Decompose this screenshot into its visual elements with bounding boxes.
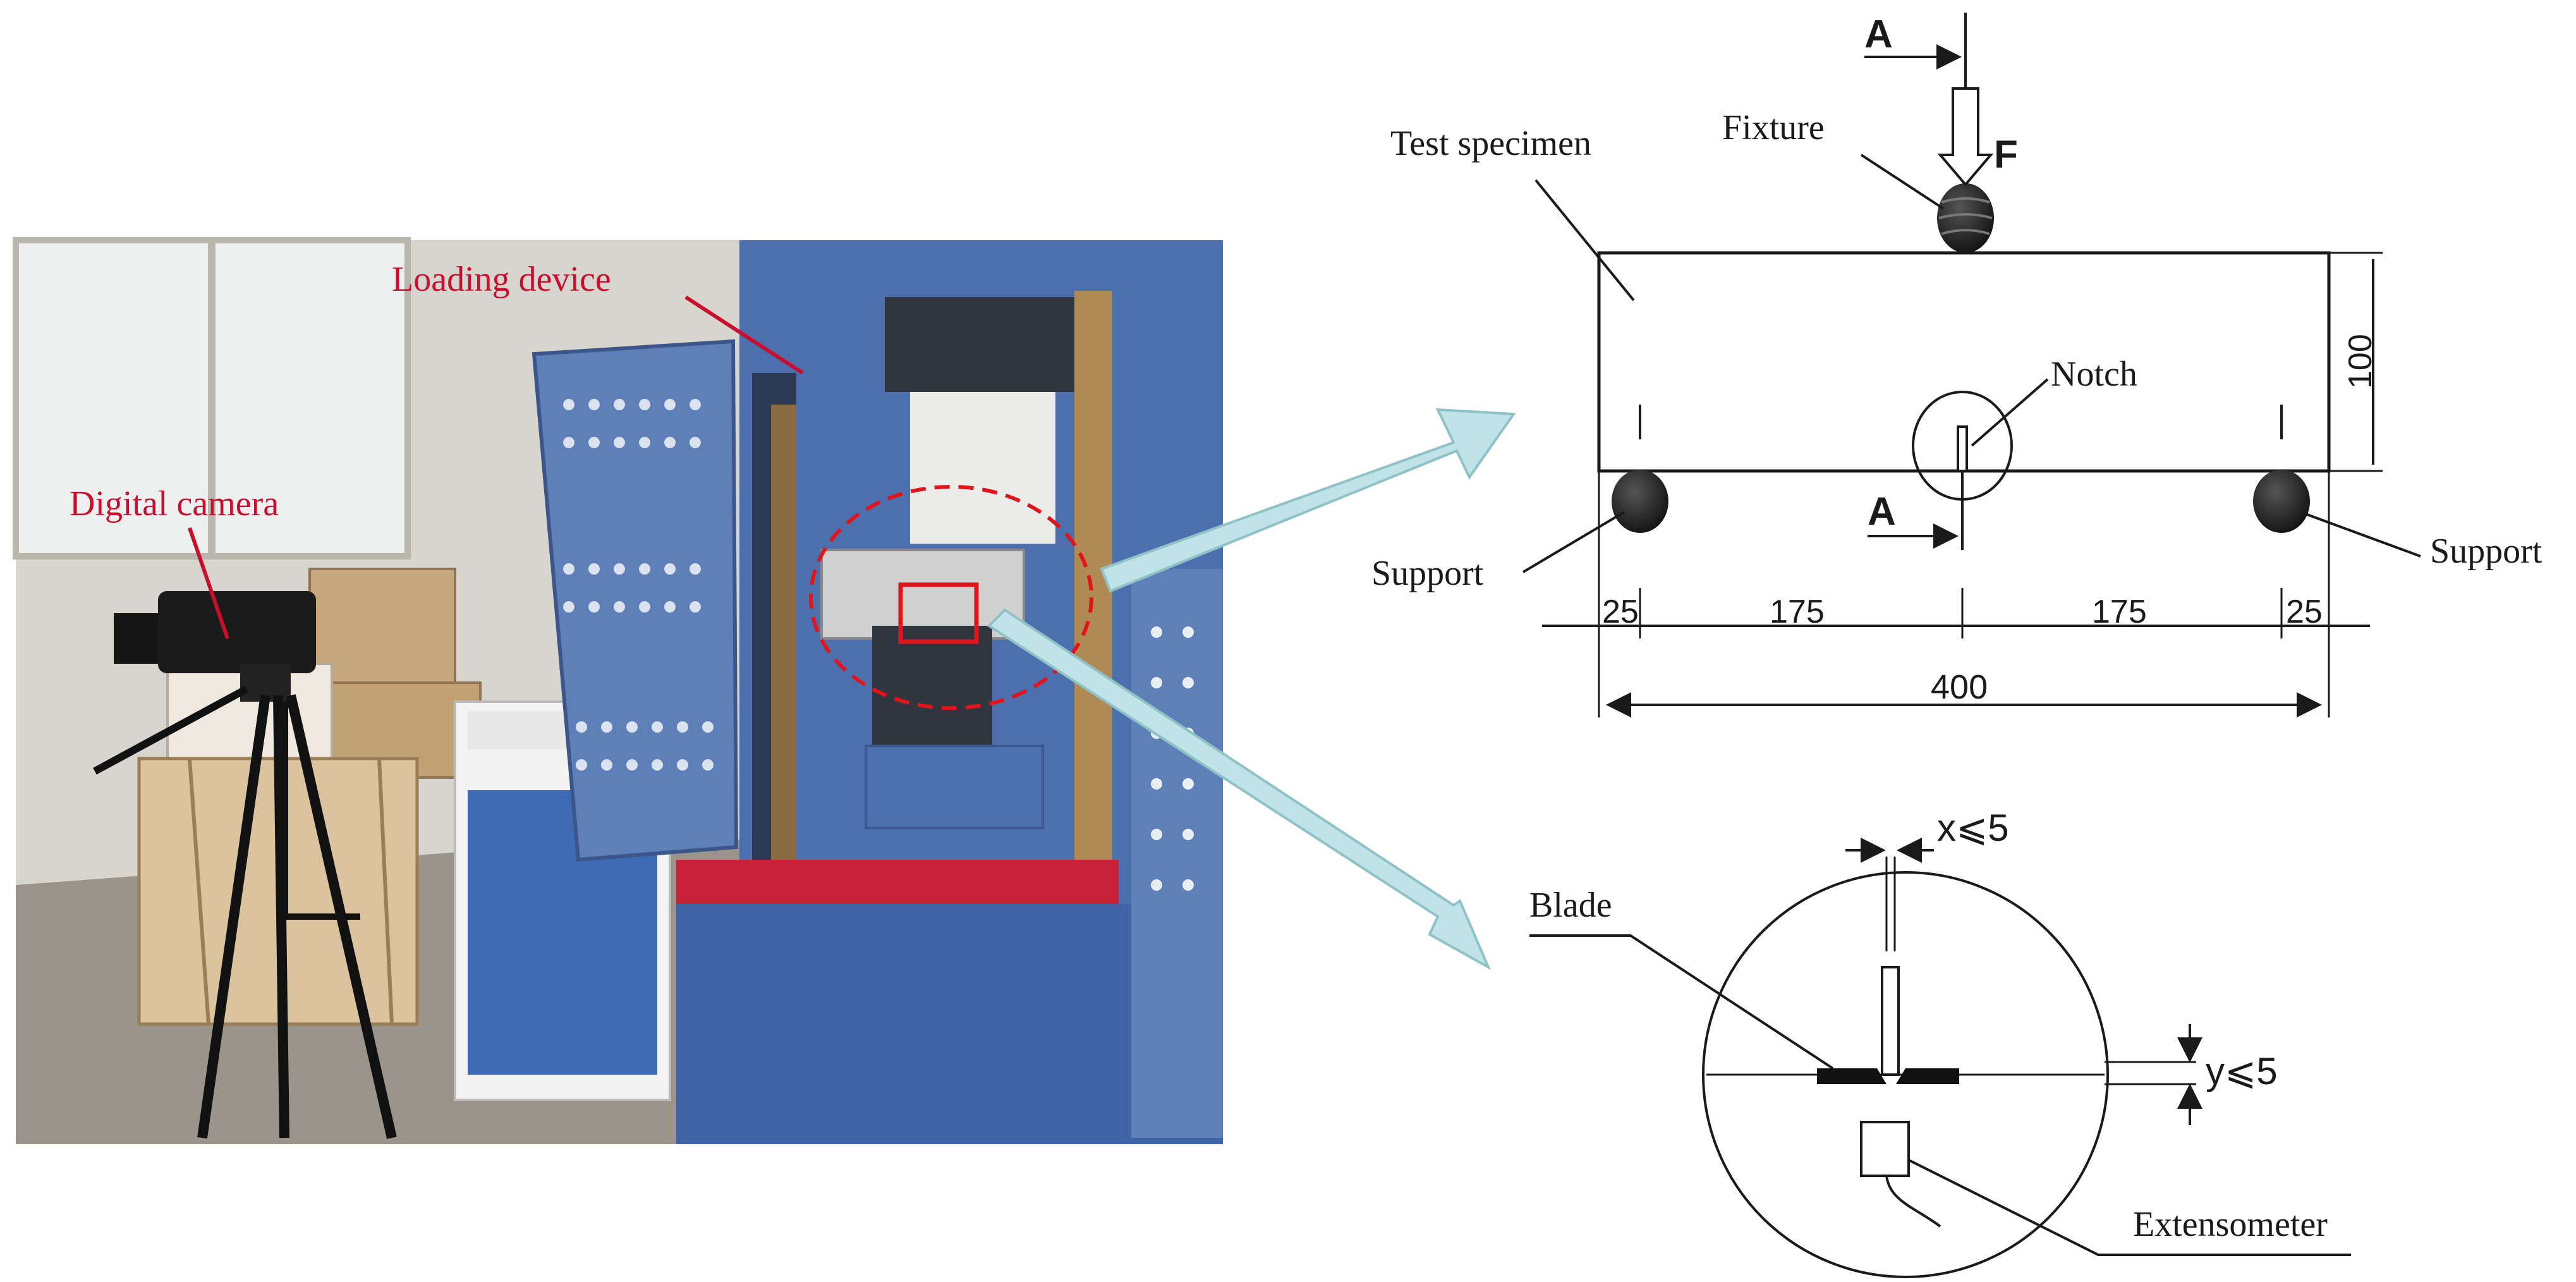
beam-diagram: Notch Fixture F A A Support Support Test… [1371, 13, 2543, 717]
extensometer-body [1860, 1121, 1910, 1177]
leader-blade [1529, 934, 1834, 1070]
label-support-left: Support [1371, 554, 1484, 593]
specimen-highlight-ellipse [809, 485, 1093, 710]
blade-left [1817, 1068, 1886, 1084]
label-notch: Notch [2051, 355, 2137, 394]
arrow-to-beam [1100, 408, 1516, 593]
label-section-a-top: A [1864, 13, 1893, 56]
label-x-tolerance: x⩽5 [1937, 807, 2009, 849]
force-arrow [1937, 87, 1994, 187]
dim-total-length: 400 [1931, 668, 1988, 706]
leader-digital-camera [188, 527, 229, 639]
label-support-right: Support [2430, 532, 2543, 571]
fixture-roller [1937, 183, 1994, 253]
dim-height: 100 [2342, 334, 2379, 389]
leader-extensometer [1908, 1159, 2351, 1256]
connector-arrows [987, 408, 1516, 970]
lab-photo: Loading device Digital camera [13, 237, 1223, 1144]
dim-left-span: 175 [1770, 594, 1825, 630]
leader-fixture [1860, 154, 1945, 210]
window [13, 237, 411, 559]
dim-left-edge: 25 [1602, 594, 1639, 630]
loading-machine [676, 240, 1223, 1144]
support-right-roller [2253, 470, 2310, 533]
machine-door [532, 339, 739, 862]
label-fixture: Fixture [1722, 108, 1825, 147]
leader-loading-device [684, 295, 804, 375]
label-digital-camera: Digital camera [70, 484, 279, 523]
camera-tripod [93, 591, 397, 1139]
label-loading-device: Loading device [392, 260, 611, 299]
arrow-to-detail [987, 608, 1492, 970]
notch-slot [1957, 425, 1968, 472]
label-force: F [1994, 133, 2018, 176]
support-left-roller [1612, 470, 1668, 533]
label-blade: Blade [1529, 886, 1612, 925]
leader-test-specimen [1534, 179, 1635, 302]
notch-detail-diagram: x⩽5 y⩽5 Blade Extensometer [1529, 807, 2351, 1278]
label-test-specimen: Test specimen [1390, 124, 1591, 163]
leader-notch [1971, 378, 2049, 447]
leader-support-left [1522, 511, 1625, 573]
leader-support-right [2300, 511, 2421, 558]
dim-right-edge: 25 [2286, 594, 2323, 630]
notch-highlight-box [898, 582, 979, 644]
dim-right-span: 175 [2092, 594, 2147, 630]
label-extensometer: Extensometer [2133, 1205, 2328, 1244]
blade-right [1896, 1068, 1959, 1084]
label-section-a-bottom: A [1868, 490, 1896, 534]
label-y-tolerance: y⩽5 [2206, 1050, 2278, 1092]
